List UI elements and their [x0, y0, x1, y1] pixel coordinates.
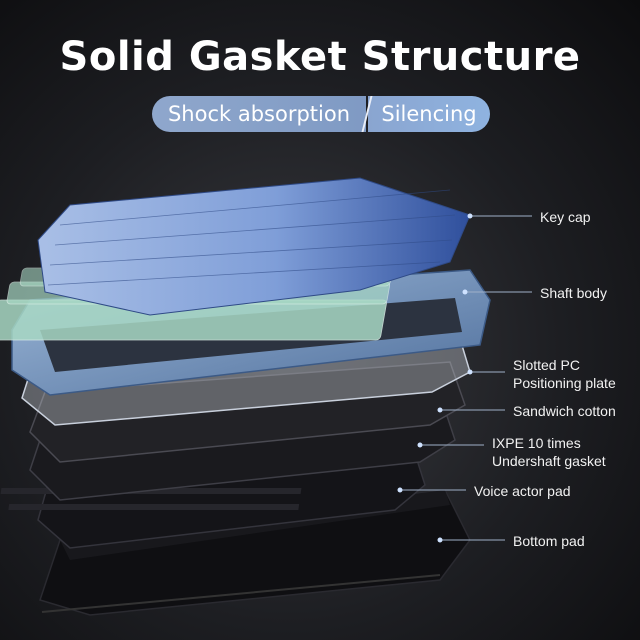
page-title: Solid Gasket Structure: [59, 34, 581, 80]
label-voice-actor-pad: Voice actor pad: [474, 483, 571, 499]
label-shaft-body: Shaft body: [540, 285, 607, 301]
key-cap-layer: [37, 177, 471, 316]
label-slotted-pc-plate: Slotted PC Positioning plate: [513, 357, 616, 391]
label-sandwich-cotton: Sandwich cotton: [513, 403, 616, 419]
label-bottom-pad: Bottom pad: [513, 533, 585, 549]
leader-dots: [397, 213, 473, 543]
badge-shock-absorption: Shock absorption: [152, 96, 366, 132]
leader-lines: [400, 215, 532, 541]
feature-badges: Shock absorption Silencing: [152, 96, 490, 132]
badge-silencing: Silencing: [368, 96, 490, 132]
label-ixpe-gasket: IXPE 10 times Undershaft gasket: [492, 435, 606, 469]
label-key-cap: Key cap: [540, 209, 591, 225]
